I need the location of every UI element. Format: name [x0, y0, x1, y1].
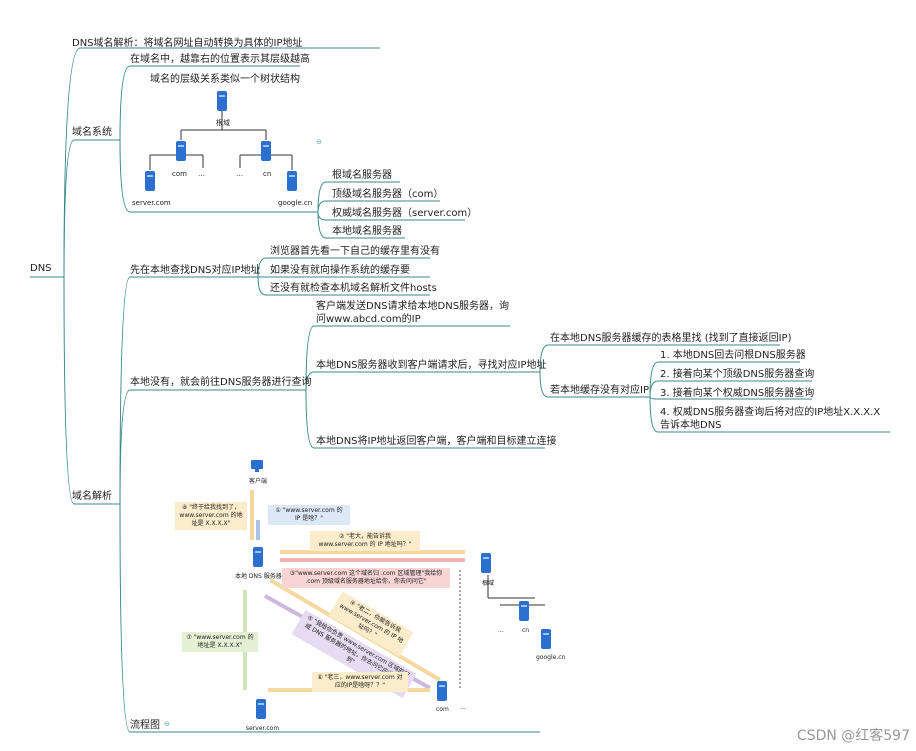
- message-6: ⑥ "老三，www.server.com 对应的IP是啥呀？？": [312, 672, 408, 692]
- message-2: ② "老大，能告诉我 www.server.com 的 IP 地址吗？": [310, 531, 420, 551]
- substep-4: 4. 权威DNS服务器查询后将对应的IP地址X.X.X.X告诉本地DNS: [660, 407, 881, 431]
- tree-google-label: google.cn: [278, 199, 313, 207]
- branch-domain-resolution: 域名解析: [72, 491, 112, 502]
- flow-cn-label: cn: [522, 627, 530, 634]
- no-cache-label: 若本地缓存没有对应IP: [550, 385, 649, 396]
- cache-lookup: 在本地DNS服务器缓存的表格里找 (找到了直接返回IP): [550, 333, 792, 344]
- watermark: CSDN @红客597: [796, 728, 910, 744]
- server-type-authoritative: 权威域名服务器（server.com）: [332, 208, 478, 219]
- server-com-node-icon: [255, 698, 267, 722]
- tree-root-label: 根域: [216, 119, 230, 127]
- flow-dots-1: ...: [498, 627, 504, 634]
- root-domain-server-icon: [480, 552, 492, 576]
- local-dns-server-icon: [252, 546, 264, 570]
- google-cn-icon: [286, 170, 298, 194]
- flowchart-toggle-icon[interactable]: ⊖: [164, 720, 170, 728]
- domain-system-line2: 域名的层级关系类似一个树状结构: [150, 74, 300, 85]
- substep-3: 3. 接着向某个权威DNS服务器查询: [660, 388, 815, 399]
- root-server-icon: [216, 90, 228, 114]
- flow-dots-2: ...: [460, 704, 466, 711]
- server-com-icon: [144, 170, 156, 194]
- tree-com-label: com: [172, 170, 187, 178]
- remote-lookup-label: 本地没有，就会前往DNS服务器进行查询: [130, 377, 312, 388]
- server-type-root: 根域名服务器: [332, 170, 392, 181]
- local-item-1: 浏览器首先看一下自己的缓存里有没有: [270, 246, 440, 257]
- flow-local-dns-label: 本地 DNS 服务器: [235, 573, 282, 580]
- branch-definition: DNS域名解析：将域名网址自动转换为具体的IP地址: [72, 38, 303, 49]
- root-node: DNS: [30, 263, 52, 274]
- substep-1: 1. 本地DNS回去问根DNS服务器: [660, 350, 806, 361]
- cn-domain-server-icon: [518, 600, 530, 624]
- collapse-toggle-icon[interactable]: ⊖: [316, 138, 322, 146]
- tree-dots1: …: [198, 170, 205, 178]
- tree-dots2: …: [236, 170, 243, 178]
- message-3: ③"www.server.com 这个域名归 .com 区域管理"我给你 .co…: [282, 568, 450, 588]
- flow-google-label: google.cn: [536, 654, 566, 661]
- local-item-2: 如果没有就向操作系统的缓存要: [270, 265, 410, 276]
- local-lookup-label: 先在本地查找DNS对应IP地址: [130, 265, 261, 276]
- tree-cn-label: cn: [263, 170, 272, 178]
- tree-server-label: server.com: [132, 199, 171, 207]
- message-8: ⑧ "终于给我找到了，www.server.com 的地址是 X.X.X.X": [175, 502, 247, 530]
- branch-domain-system: 域名系统: [72, 127, 112, 138]
- google-domain-server-icon: [540, 628, 552, 652]
- message-7: ⑦ "www.server.com 的地址是 X.X.X.X": [182, 632, 258, 652]
- substep-2: 2. 接着向某个顶级DNS服务器查询: [660, 369, 815, 380]
- server-type-tld: 顶级域名服务器（com）: [332, 189, 444, 200]
- flowchart-label: 流程图: [130, 720, 160, 731]
- com-server-icon: [175, 140, 187, 164]
- domain-system-line1: 在域名中，越靠右的位置表示其层级越高: [130, 54, 310, 65]
- remote-step1: 客户端发送DNS请求给本地DNS服务器，询问www.abcd.com的IP: [316, 301, 510, 325]
- flow-server-label: server.com: [246, 725, 280, 732]
- flow-com-label: com: [436, 706, 449, 713]
- local-item-3: 还没有就检查本机域名解析文件hosts: [270, 283, 437, 294]
- com-domain-server-icon: [436, 680, 448, 704]
- server-type-local: 本地域名服务器: [332, 226, 402, 237]
- flow-root-label: 根域: [482, 580, 495, 587]
- message-1: ① "www.server.com 的 IP 是啥？": [268, 505, 350, 525]
- client-monitor-icon: [250, 458, 264, 472]
- remote-step2: 本地DNS服务器收到客户端请求后，寻找对应IP地址: [316, 360, 547, 371]
- cn-server-icon: [260, 140, 272, 164]
- flow-client-label: 客户端: [249, 478, 268, 485]
- remote-step3: 本地DNS将IP地址返回客户端，客户端和目标建立连接: [316, 436, 557, 447]
